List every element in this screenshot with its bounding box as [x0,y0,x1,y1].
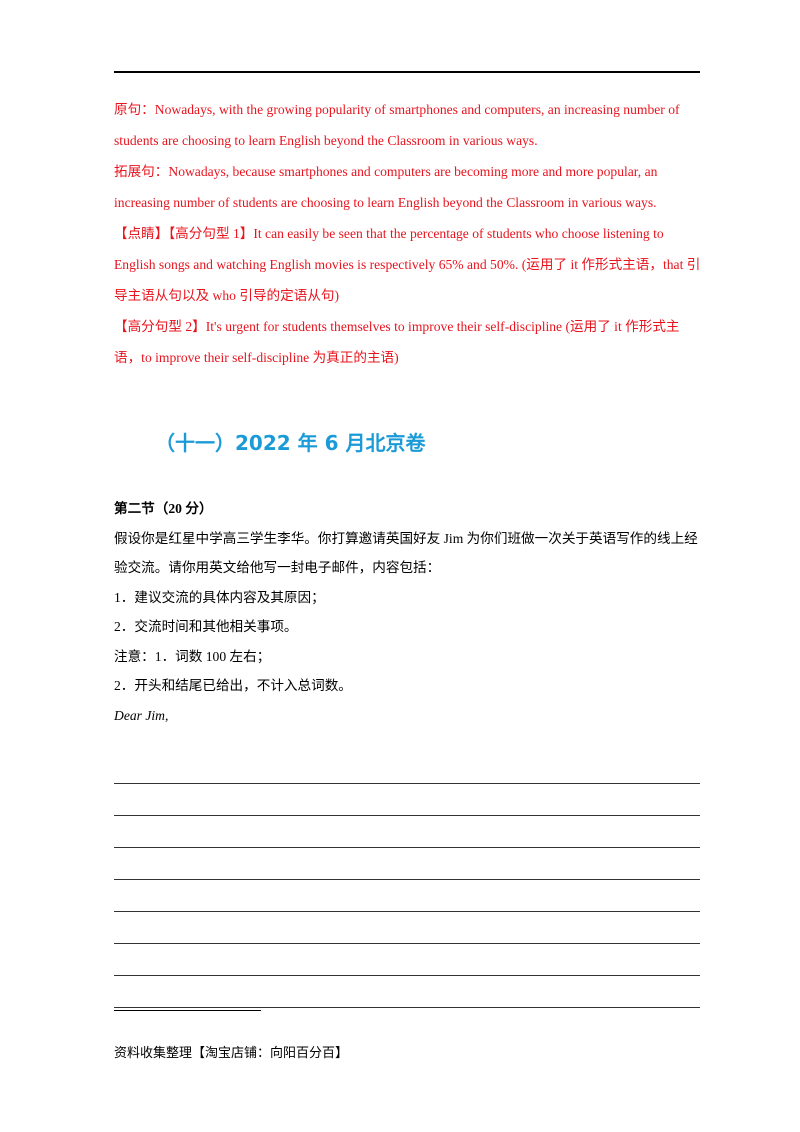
exam-heading: （十一）2022 年 6 月北京卷 [155,431,426,455]
section-title: 第二节（20 分） [114,501,213,516]
footer-source: 资料收集整理【淘宝店铺：向阳百分百】 [114,1045,349,1060]
writing-lines [114,752,700,1008]
header-rule [114,71,700,73]
footnote-rule [114,1010,261,1011]
writing-line [114,944,700,976]
task-note-1: 注意：1．词数 100 左右； [114,648,271,664]
highlight-pattern-1: 【点睛】【高分句型 1】It can easily be seen that t… [114,226,701,303]
writing-line [114,880,700,912]
writing-line [114,752,700,784]
writing-line [114,816,700,848]
writing-line [114,976,700,1008]
task-item-2: 2．交流时间和其他相关事项。 [114,619,298,634]
task-item-1: 1．建议交流的具体内容及其原因； [114,589,325,605]
highlight-pattern-2: 【高分句型 2】It's urgent for students themsel… [114,319,680,365]
salutation: Dear Jim, [114,707,169,723]
task-prompt: 假设你是红星中学高三学生李华。你打算邀请英国好友 Jim 为你们班做一次关于英语… [114,530,698,576]
writing-line [114,912,700,944]
writing-task: 第二节（20 分） 假设你是红星中学高三学生李华。你打算邀请英国好友 Jim 为… [114,494,704,730]
answer-notes: 原句：Nowadays, with the growing popularity… [114,94,704,373]
task-note-2: 2．开头和结尾已给出，不计入总词数。 [114,678,352,693]
expanded-sentence: 拓展句：Nowadays, because smartphones and co… [114,164,658,210]
original-sentence: 原句：Nowadays, with the growing popularity… [114,102,680,148]
writing-line [114,848,700,880]
writing-line [114,784,700,816]
